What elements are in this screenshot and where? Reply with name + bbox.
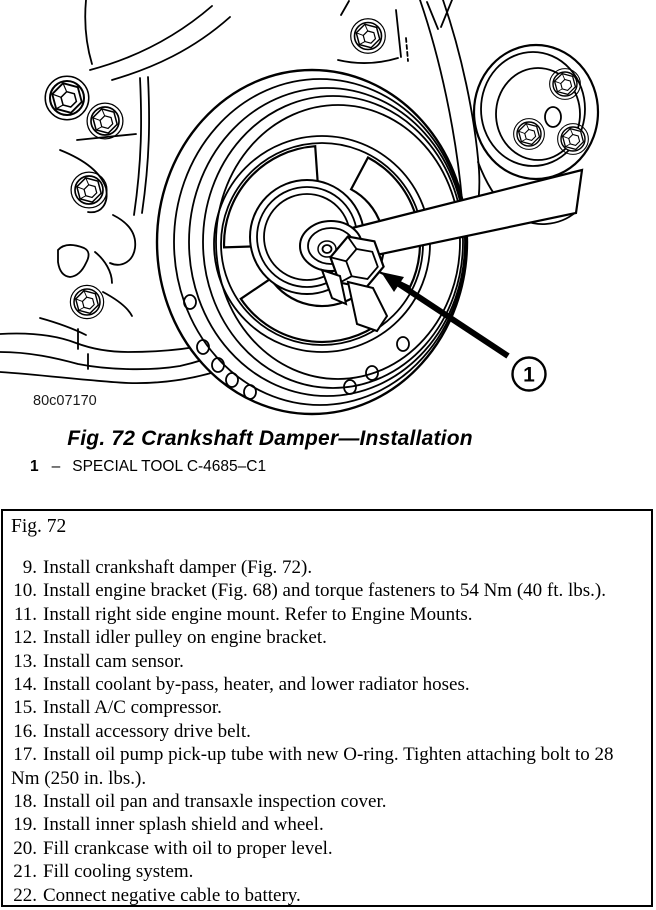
step-line: 19. Install inner splash shield and wheel…: [11, 813, 643, 836]
step-number: 18.: [13, 791, 37, 813]
callout-dash: –: [51, 458, 61, 475]
hex-bolt-icon: [44, 75, 90, 121]
step-text: Install idler pulley on engine bracket.: [43, 627, 327, 649]
callout-circle: 1: [511, 356, 547, 392]
step-number: 15.: [13, 697, 37, 719]
rim-holes: [183, 294, 410, 400]
callout-legend: 1–SPECIAL TOOL C-4685–C1: [30, 458, 266, 476]
step-line: 15. Install A/C compressor.: [11, 696, 643, 719]
hose-line: [0, 370, 219, 385]
hose-line: [0, 351, 225, 371]
step-text: Connect negative cable to battery.: [43, 884, 301, 906]
step-line: 22. Connect negative cable to battery.: [11, 884, 643, 906]
special-tool-nut: [299, 220, 389, 333]
step-text: Install oil pump pick-up tube with new O…: [11, 744, 614, 789]
step-number: 10.: [13, 580, 37, 602]
step-text: Install engine bracket (Fig. 68) and tor…: [43, 580, 606, 602]
bracket-line: [337, 57, 399, 64]
step-number: 13.: [13, 650, 37, 672]
step-line: 14. Install coolant by-pass, heater, and …: [11, 673, 643, 696]
step-line: 11. Install right side engine mount. Refe…: [11, 603, 643, 626]
step-number: 12.: [13, 627, 37, 649]
callout-arrow: [381, 272, 510, 359]
step-text: Fill crankcase with oil to proper level.: [43, 837, 333, 859]
step-number: 19.: [13, 814, 37, 836]
figure-caption: Fig. 72 Crankshaft Damper—Installation: [67, 427, 473, 450]
step-text: Install inner splash shield and wheel.: [43, 814, 324, 836]
step-text: Install cam sensor.: [43, 650, 184, 672]
step-text: Install right side engine mount. Refer t…: [43, 603, 473, 625]
step-number: 21.: [13, 861, 37, 883]
step-text: Install coolant by-pass, heater, and low…: [43, 674, 470, 696]
hub-fin: [346, 280, 389, 333]
step-line: 21. Fill cooling system.: [11, 860, 643, 883]
crankshaft-damper-drawing: 1 80c07170: [0, 0, 600, 416]
small-pulley: [472, 43, 600, 181]
hex-bolt-icon: [69, 284, 105, 320]
step-number: 17.: [13, 744, 37, 766]
engine-block-lines: [0, 0, 409, 385]
drawing-code-label: 80c07170: [33, 393, 97, 409]
pulley-hole: [544, 106, 562, 128]
step-line: 9. Install crankshaft damper (Fig. 72).: [11, 556, 643, 579]
hex-bolt-icon: [86, 102, 124, 140]
callout-circle-label: 1: [523, 364, 535, 387]
step-text: Install accessory drive belt.: [43, 720, 251, 742]
step-number: 11.: [13, 603, 37, 625]
hex-bolt-icon: [556, 122, 590, 156]
step-number: 9.: [22, 557, 37, 578]
panel-title: Fig. 72: [11, 516, 67, 537]
pulley-body-curve: [477, 161, 577, 225]
hub-fin: [320, 268, 348, 306]
hex-bolt-icon: [70, 171, 108, 209]
step-number: 20.: [13, 837, 37, 859]
procedure-panel: Fig. 72 9. Install crankshaft damper (Fig…: [1, 509, 653, 907]
step-text: Install crankshaft damper (Fig. 72).: [43, 557, 313, 578]
hose-line: [0, 332, 227, 353]
callout-label: SPECIAL TOOL C-4685–C1: [72, 458, 267, 475]
figure-area: 1 80c07170 Fig. 72 Crankshaft Damper—Ins…: [0, 0, 600, 476]
step-number: 22.: [13, 884, 37, 906]
step-number: 14.: [13, 674, 37, 696]
step-line: 10. Install engine bracket (Fig. 68) and …: [11, 579, 643, 602]
step-line: 13. Install cam sensor.: [11, 650, 643, 673]
step-line: 17.Install oil pump pick-up tube with ne…: [11, 743, 643, 790]
callout-number: 1: [30, 458, 39, 475]
step-number: 16.: [13, 720, 37, 742]
step-line: 12. Install idler pulley on engine bracke…: [11, 626, 643, 649]
step-text: Install A/C compressor.: [43, 697, 222, 719]
steps-list: 9.Install crankshaft damper (Fig. 72).10…: [11, 556, 643, 906]
hex-bolt-icon: [512, 117, 546, 151]
hex-bolt-icon: [548, 67, 582, 101]
step-line: 16. Install accessory drive belt.: [11, 720, 643, 743]
step-line: 18. Install oil pan and transaxle inspect…: [11, 790, 643, 813]
step-text: Fill cooling system.: [43, 861, 194, 883]
hex-bolt-icon: [349, 17, 387, 55]
step-text: Install oil pan and transaxle inspection…: [43, 791, 387, 813]
step-line: 20. Fill crankcase with oil to proper lev…: [11, 837, 643, 860]
block-cutout-triangle: [57, 244, 90, 278]
